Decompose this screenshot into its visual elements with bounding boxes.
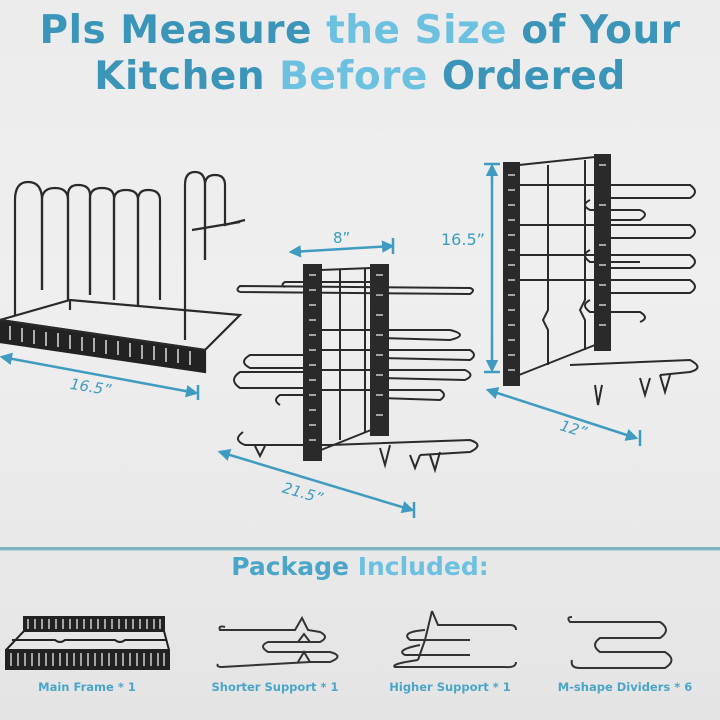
package-title: Package Included: [0, 552, 720, 581]
headline-part: the Size [326, 8, 522, 53]
rack-middle-icon [233, 264, 479, 474]
dim-rack2-width: 8” [333, 229, 351, 247]
higher-support-icon [393, 610, 517, 669]
headline-line-1: Pls Measure the Size of Your [0, 6, 720, 56]
package-item-label: Shorter Support * 1 [211, 680, 339, 694]
package-item-label: Higher Support * 1 [389, 680, 511, 694]
shorter-support-icon [216, 615, 339, 669]
package-title-part: Package [231, 552, 358, 581]
headline-part: Pls Measure [39, 8, 327, 53]
package-item-label: Main Frame * 1 [38, 680, 136, 694]
headline-part: Kitchen [94, 54, 280, 99]
m-shape-divider-icon [567, 616, 673, 669]
headline-part: Ordered [441, 54, 626, 99]
dim-rack3-height: 16.5” [441, 230, 485, 249]
package-title-part: Included: [357, 552, 489, 581]
headline-line-2: Kitchen Before Ordered [0, 52, 720, 102]
rack-vertical-icon [503, 154, 699, 406]
section-divider [0, 547, 720, 550]
main-frame-icon [5, 616, 170, 670]
package-item-label: M-shape Dividers * 6 [557, 680, 693, 694]
headline-part: Before [279, 54, 442, 99]
headline-part: of Your [521, 8, 681, 53]
